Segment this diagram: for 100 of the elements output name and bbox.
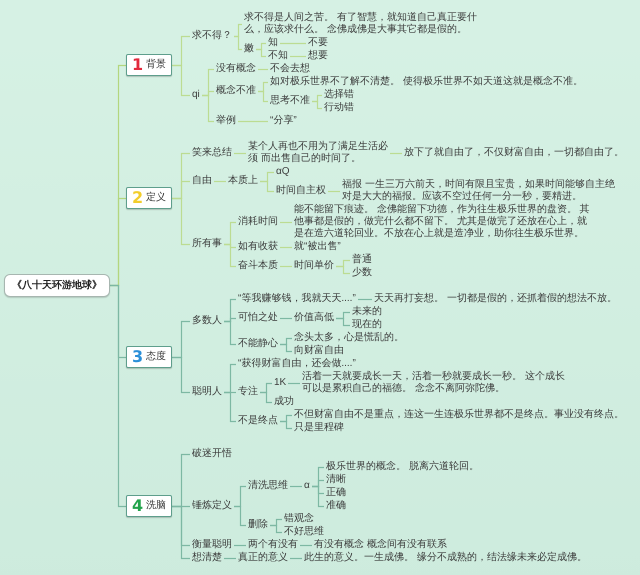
branch-text: 不但财富自由不是重点，连这一生连极乐世界都不是终点。事业没有终点。 bbox=[292, 409, 626, 421]
branch-line bbox=[256, 48, 266, 58]
branch-text: 知 bbox=[266, 37, 280, 49]
branch-line bbox=[234, 36, 242, 50]
branch-text: 锤炼定义 bbox=[190, 500, 234, 512]
branch-line bbox=[172, 356, 190, 394]
branch-line bbox=[270, 524, 282, 534]
branch-line bbox=[300, 544, 312, 546]
branch-text: 放下了就自由了，不仅财富自由，一切都自由了。 bbox=[402, 147, 626, 159]
topic-box bbox=[126, 187, 172, 209]
topic-box bbox=[126, 54, 172, 76]
branch-text: 普通 bbox=[350, 254, 374, 266]
branch-text: 不会去想 bbox=[268, 63, 312, 75]
topic-label: 洗脑 bbox=[146, 500, 166, 512]
branch-text: 现在的 bbox=[350, 319, 384, 331]
branch-text: 专注 bbox=[236, 386, 260, 398]
branch-text: 嫩 bbox=[242, 43, 256, 55]
branch-text: qi bbox=[190, 89, 202, 101]
branch-text: 天天再打妄想。 一切都是假的，还抓着假的想法不放。 bbox=[372, 293, 619, 305]
branch-line bbox=[258, 68, 268, 70]
branch-line bbox=[280, 344, 292, 352]
branch-text: 破迷开悟 bbox=[190, 448, 234, 460]
branch-line bbox=[280, 266, 292, 268]
branch-line bbox=[290, 486, 302, 488]
topic-number: 3 bbox=[132, 348, 144, 366]
central-topic: 《八十天环游地球》 bbox=[4, 274, 110, 297]
branch-text: 念头太多，心是慌乱的。 bbox=[292, 332, 406, 344]
branch-text: 不是终点 bbox=[236, 415, 280, 427]
topic-label: 背景 bbox=[146, 59, 166, 71]
branch-line bbox=[290, 56, 306, 58]
topic-box bbox=[126, 346, 172, 368]
branch-text: 消耗时间 bbox=[236, 216, 280, 228]
branch-line bbox=[238, 120, 268, 122]
branch-text: 某个人再也不用为了满足生活必须 而出售自己的时间了。 bbox=[246, 141, 390, 165]
topic-number: 2 bbox=[132, 189, 144, 207]
branch-line bbox=[280, 222, 292, 224]
branch-line bbox=[312, 486, 324, 508]
branch-text: 两个有没有 bbox=[246, 539, 300, 551]
branch-text: 笑来总结 bbox=[190, 147, 234, 159]
branch-text: 多数人 bbox=[190, 315, 224, 327]
branch-text: 想要 bbox=[306, 50, 330, 62]
branch-text: 选择错 bbox=[322, 89, 356, 101]
branch-text: 本质上 bbox=[226, 175, 260, 187]
branch-text: 不能静心 bbox=[236, 338, 280, 350]
branch-line bbox=[260, 180, 274, 192]
branch-text: 如对极乐世界不了解不清楚。 使得极乐世界不如天道这就是概念不准。 bbox=[268, 76, 585, 88]
branch-text: 此生的意义。一生成佛。 缘分不成熟的，结法缘未来必定成佛。 bbox=[302, 552, 589, 564]
branch-text: 只是里程碑 bbox=[292, 422, 346, 434]
branch-text: 想清楚 bbox=[190, 552, 224, 564]
branch-line bbox=[224, 392, 236, 422]
branch-line bbox=[172, 64, 190, 96]
branch-text: 成功 bbox=[272, 396, 296, 408]
branch-line bbox=[110, 284, 126, 508]
branch-text: 自由 bbox=[190, 175, 214, 187]
topic-number: 1 bbox=[132, 56, 144, 74]
branch-text: 不知 bbox=[266, 50, 290, 62]
branch-text: 行动错 bbox=[322, 102, 356, 114]
branch-text: 概念不准 bbox=[214, 85, 258, 97]
branch-line bbox=[390, 152, 402, 154]
branch-text: 如有收获 bbox=[236, 241, 280, 253]
branch-line bbox=[224, 244, 236, 268]
branch-line bbox=[234, 152, 246, 154]
branch-text: 可怕之处 bbox=[236, 312, 280, 324]
branch-text: 清晰 bbox=[324, 474, 348, 486]
branch-line bbox=[258, 90, 268, 102]
branch-text: 时间单价 bbox=[292, 260, 336, 272]
branch-text: 正确 bbox=[324, 487, 348, 499]
branch-text: 清洗思维 bbox=[246, 480, 290, 492]
branch-text: 奋斗本质 bbox=[236, 260, 280, 272]
branch-line bbox=[328, 190, 340, 192]
branch-text: “分享” bbox=[268, 115, 299, 127]
branch-text: 不好思维 bbox=[282, 526, 326, 538]
branch-text: 没有概念 bbox=[214, 63, 258, 75]
branch-text: 举例 bbox=[214, 115, 238, 127]
branch-line bbox=[280, 420, 292, 430]
branch-text: 少数 bbox=[350, 267, 374, 279]
topic-box bbox=[126, 495, 172, 517]
branch-line bbox=[312, 100, 322, 110]
branch-line bbox=[280, 318, 292, 320]
branch-text: 删除 bbox=[246, 519, 270, 531]
branch-line bbox=[336, 266, 350, 274]
branch-line bbox=[290, 558, 302, 560]
branch-text: 向财富自由 bbox=[292, 345, 346, 357]
branch-line bbox=[234, 544, 246, 546]
branch-line bbox=[224, 558, 236, 560]
branch-text: 求不得是人间之苦。 有了智慧，就知道自己真正要什么，应该求什么。 念佛成佛是大事其它都是假的。 bbox=[242, 12, 492, 36]
branch-line bbox=[234, 506, 246, 526]
branch-text: 极乐世界的概念。 脱离六道轮回。 bbox=[324, 461, 481, 473]
branch-text: 真正的意义 bbox=[236, 552, 290, 564]
branch-line bbox=[214, 180, 226, 182]
branch-line bbox=[224, 320, 236, 346]
branch-line bbox=[260, 392, 272, 404]
branch-text: αQ bbox=[274, 166, 292, 178]
branch-text: 思考不准 bbox=[268, 95, 312, 107]
topic-number: 4 bbox=[132, 497, 144, 515]
branch-text: 福报 一生三万六前天，时间有限且宝贵，如果时间能够自主绝对是大大的福报。应该不空过任何一分一秒，要精进。 bbox=[340, 179, 622, 203]
topic-label: 态度 bbox=[146, 351, 166, 363]
branch-text: “等我赚够钱，我就天天....” bbox=[236, 293, 358, 305]
branch-line bbox=[336, 318, 350, 326]
branch-text: 能不能留下痕迹。 念佛能留下功德，作为往生极乐世界的盘资。 其他事都是假的，做完什么都不留下。 尤其是做完了还放在心上，就是在造六道轮回业。不放在心上就是造净业，助你往生极乐世界。 bbox=[292, 204, 598, 240]
